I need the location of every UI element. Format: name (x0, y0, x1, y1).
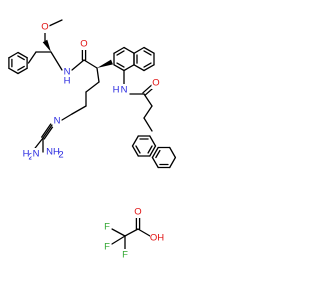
naphthyl2-a-ring-bond-0 (149, 145, 157, 157)
atom-guanidine-nh2-top: NH (46, 146, 60, 158)
bond-amide2-o-b (142, 84, 153, 94)
bond-cf3-carboxyl (124, 228, 139, 237)
atom-amide2-h-text: H (113, 85, 120, 96)
atom-amide1-h: H (62, 75, 72, 87)
naphthyl2-a-ring-inner-2 (135, 145, 141, 154)
atom-amide1-h-text: H (64, 76, 71, 87)
naphthyl2-b-ring-inner-3 (155, 149, 161, 159)
atom-guanidine-nh2-bottom-n: N (31, 148, 41, 160)
atom-methoxy-o: O (40, 21, 50, 33)
naphthyl-a-ring-bond-1 (113, 64, 125, 72)
atom-tfa-f1-text: F (104, 222, 110, 233)
atom-amide2-n-text: N (121, 85, 128, 96)
bond-n-guanc (42, 124, 53, 139)
wedge-bond-ch-ch2o (42, 39, 51, 52)
bond-ch-nh (50, 51, 63, 71)
bond-carbonyl-alpha (83, 59, 98, 69)
naphthyl2-b-ring-bond-0 (169, 156, 177, 169)
naphthyl2-b-ring-bond-3 (151, 146, 159, 159)
naphthyl-b-ring-inner-4 (143, 50, 152, 56)
atom-tfa-f3: F (102, 241, 112, 253)
atom-amide1-n-text: N (64, 67, 71, 78)
atom-guanidine-nh2-top-subscript: 2 (58, 150, 63, 161)
naphthyl-a-ring-inner-1 (116, 62, 125, 68)
atom-amide2-h: H (111, 84, 121, 96)
bond-chain4-n (61, 113, 73, 121)
bond-amide2-ch2 (143, 93, 153, 107)
naphthyl2-b-ring-bond-5 (169, 146, 177, 159)
bond-alpha-chain1 (96, 67, 100, 83)
naphthyl2-a-ring-bond-3 (131, 135, 139, 147)
atom-guanidine-n-text: N (54, 116, 61, 127)
atom-tfa-f2-text: F (122, 250, 128, 261)
naphthyl2-a-ring-bond-2 (131, 145, 139, 157)
phenyl-ring-inner-4 (17, 55, 25, 61)
naphthyl-b-ring-bond-0 (143, 64, 155, 72)
wedge-bond-alpha-naphthyl (97, 59, 113, 68)
naphthyl2-b-ring-bond-2 (151, 156, 159, 169)
bond-chain3-chain4 (71, 105, 87, 115)
bond-o-methyl (48, 19, 63, 27)
bond-ch2-ch2 (143, 105, 153, 119)
atom-tfa-hydroxyl: OH (150, 232, 164, 244)
bond-layer (8, 19, 177, 251)
bond-nh-carbonyl (71, 59, 85, 71)
atom-amide2-o: O (151, 77, 161, 89)
bond-c-f1 (111, 228, 126, 237)
bond-chain1-chain2 (85, 81, 100, 93)
atom-guanidine-n: N (52, 115, 62, 127)
bond-n-guanc-double-b (43, 125, 54, 140)
bond-ch2-naph2 (143, 117, 153, 132)
atom-amide2-n: N (119, 84, 129, 96)
bond-c-f3 (111, 235, 126, 245)
phenyl-ring-bond-0 (17, 67, 28, 75)
atom-methoxy-o-text: O (41, 22, 48, 33)
atom-tfa-carbonyl-o: O (133, 206, 143, 218)
atom-tfa-f2: F (120, 249, 130, 261)
naphthyl-a-ring-bond-4 (123, 46, 135, 54)
naphthyl2-a-ring-inner-0 (147, 145, 153, 154)
phenyl-ring-inner-0 (17, 65, 25, 71)
atom-amide1-o-text: O (80, 39, 87, 50)
naphthyl-a-ring-bond-0 (123, 64, 135, 72)
atom-amide1-n: N (62, 66, 72, 78)
naphthyl2-a-ring-bond-5 (149, 135, 157, 147)
naphthyl-b-ring-bond-3 (133, 46, 145, 54)
naphthyl-a-ring-inner-3 (116, 50, 125, 56)
atom-amide1-o: O (79, 38, 89, 50)
naphthyl-b-ring-bond-4 (143, 46, 155, 54)
atom-guanidine-nh2-bottom-h: H (21, 148, 31, 160)
naphthyl-b-ring-bond-1 (133, 64, 145, 72)
atom-tfa-hydroxyl-text: OH (150, 233, 164, 244)
naphthyl-b-ring-inner-0 (143, 62, 152, 68)
phenyl-ring-bond-3 (8, 51, 19, 59)
atom-tfa-f3-text: F (104, 242, 110, 253)
atom-guanidine-nh2-bottom-subscript: 2 (28, 152, 33, 163)
atom-amide2-o-text: O (152, 78, 159, 89)
bond-carboxyl-oh (137, 228, 151, 237)
phenyl-ring-bond-4 (17, 51, 28, 59)
atom-guanidine-nh2-bottom-h-text: H (23, 149, 30, 160)
atom-tfa-f1: F (102, 221, 112, 233)
atom-guanidine-nh2-bottom-n-text: N (33, 149, 40, 160)
atom-guanidine-nh2-top-text: NH (46, 147, 60, 158)
naphthyl-a-ring-bond-3 (113, 46, 125, 54)
bond-phenyl-ch2 (27, 51, 37, 64)
bond-n-guanc-double (41, 123, 52, 138)
atom-tfa-carbonyl-o-text: O (134, 207, 141, 218)
phenyl-ring-bond-1 (8, 67, 19, 75)
